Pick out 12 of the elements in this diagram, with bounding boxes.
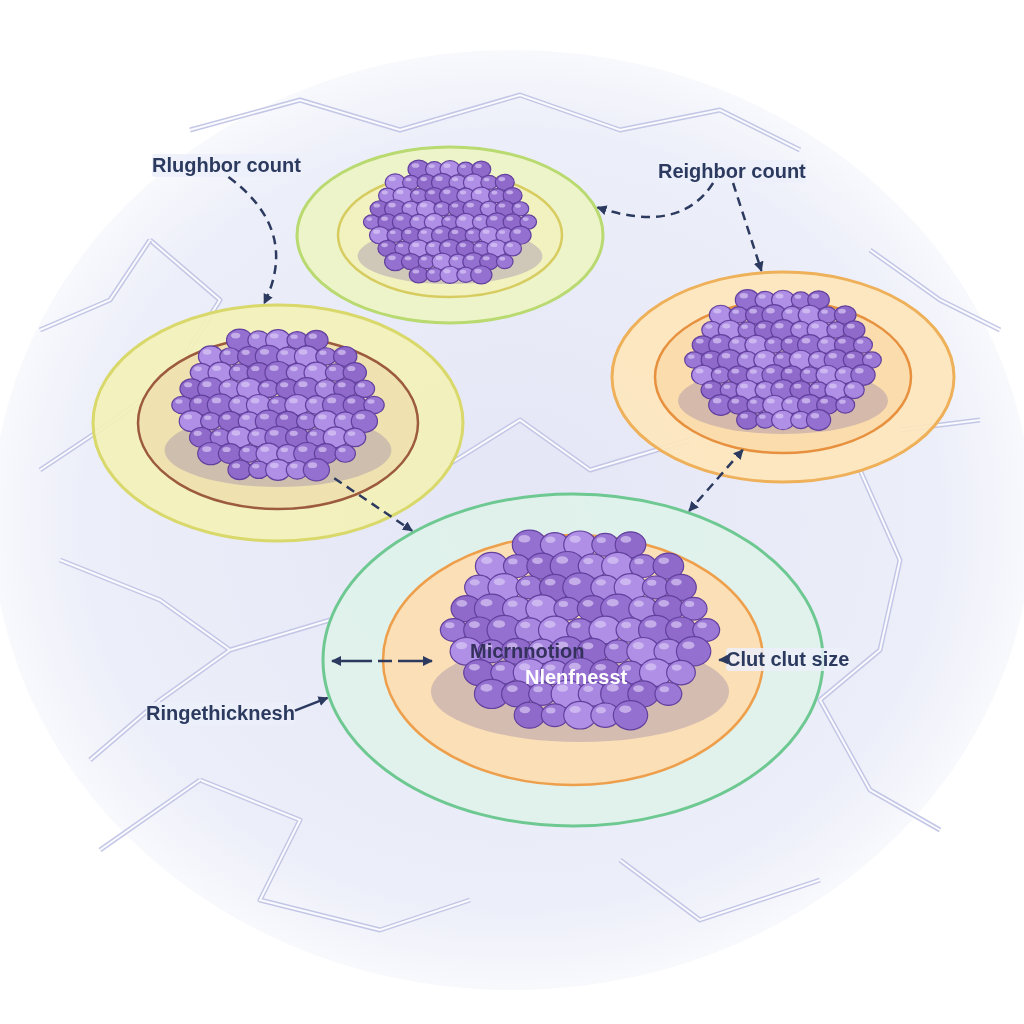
- arrow: [227, 176, 278, 305]
- arrow: [688, 449, 744, 512]
- callout-label: Ringethicknesh: [146, 702, 295, 725]
- callout-label: Rlughbor count: [152, 154, 301, 177]
- arrow: [333, 477, 413, 532]
- callout-label: Reighbor count: [658, 160, 806, 183]
- arrow: [294, 696, 329, 712]
- arrow: [731, 182, 764, 272]
- arrow: [596, 182, 715, 219]
- cluster-label: Nlenfnesst: [525, 666, 628, 689]
- arrow: [718, 654, 729, 665]
- cluster-label: Micrnnotion: [470, 640, 585, 663]
